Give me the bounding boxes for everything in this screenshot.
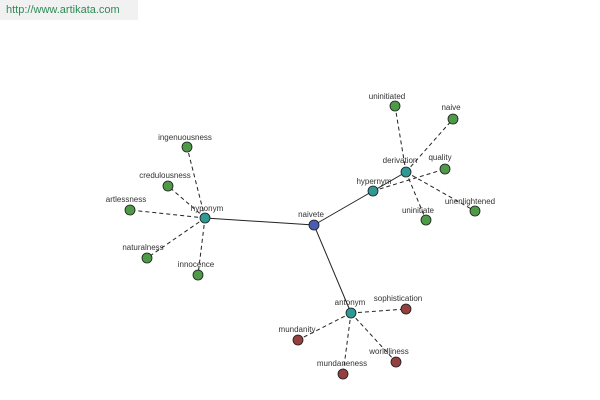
graph-edges (129, 105, 476, 375)
label-mundanity: mundanity (279, 325, 316, 334)
label-quality: quality (428, 153, 451, 162)
label-naive: naive (441, 103, 461, 112)
node-sophistication[interactable] (400, 303, 412, 315)
edge-hyponym-ingenuousness (186, 146, 206, 219)
label-derivation: derivation (383, 156, 418, 165)
node-innocence[interactable] (192, 269, 204, 281)
label-sophistication: sophistication (374, 294, 422, 303)
graph-labels: naivete hyponym hypernym derivation antonym i… (106, 92, 495, 368)
edge-derivation-unenlightened (405, 171, 476, 212)
edge-naivete-antonym (313, 224, 352, 314)
node-mundaneness[interactable] (337, 368, 349, 380)
label-credulousness: credulousness (139, 171, 191, 180)
node-uninitiated[interactable] (389, 100, 401, 112)
node-hyponym[interactable] (199, 212, 211, 224)
node-naturalness[interactable] (141, 252, 153, 264)
edge-naivete-hyponym (204, 217, 315, 226)
label-naivete: naivete (298, 210, 324, 219)
label-hypernym: hypernym (356, 177, 391, 186)
label-unenlightened: unenlightened (445, 197, 495, 206)
edge-hypernym-derivation (372, 171, 407, 192)
edge-antonym-mundanity (297, 312, 352, 341)
node-naivete[interactable] (308, 219, 320, 231)
edge-hyponym-naturalness (146, 217, 206, 259)
node-derivation[interactable] (400, 166, 412, 178)
edge-naivete-hypernym (313, 190, 374, 226)
label-worldliness: worldliness (368, 347, 409, 356)
edge-antonym-mundaneness (342, 312, 352, 375)
node-uninitiate[interactable] (420, 214, 432, 226)
label-hyponym: hyponym (191, 204, 224, 213)
edge-derivation-naive (405, 118, 454, 173)
label-antonym: antonym (335, 298, 366, 307)
node-hypernym[interactable] (367, 185, 379, 197)
label-innocence: innocence (178, 260, 215, 269)
label-uninitiate: uninitiate (402, 206, 435, 215)
graph-nodes (124, 100, 481, 380)
node-artlessness[interactable] (124, 204, 136, 216)
node-quality[interactable] (439, 163, 451, 175)
node-credulousness[interactable] (162, 180, 174, 192)
node-mundanity[interactable] (292, 334, 304, 346)
node-unenlightened[interactable] (469, 205, 481, 217)
edge-hyponym-innocence (197, 217, 206, 276)
label-naturalness: naturalness (122, 243, 163, 252)
label-artlessness: artlessness (106, 195, 146, 204)
node-worldliness[interactable] (390, 356, 402, 368)
label-ingenuousness: ingenuousness (158, 133, 212, 142)
node-ingenuousness[interactable] (181, 141, 193, 153)
node-naive[interactable] (447, 113, 459, 125)
node-antonym[interactable] (345, 307, 357, 319)
label-mundaneness: mundaneness (317, 359, 367, 368)
label-uninitiated: uninitiated (369, 92, 405, 101)
source-url-link[interactable]: http://www.artikata.com (0, 0, 138, 20)
edge-antonym-sophistication (350, 308, 407, 314)
edge-hyponym-credulousness (167, 185, 206, 219)
edge-hypernym-quality (372, 168, 446, 192)
edge-hyponym-artlessness (129, 209, 206, 219)
